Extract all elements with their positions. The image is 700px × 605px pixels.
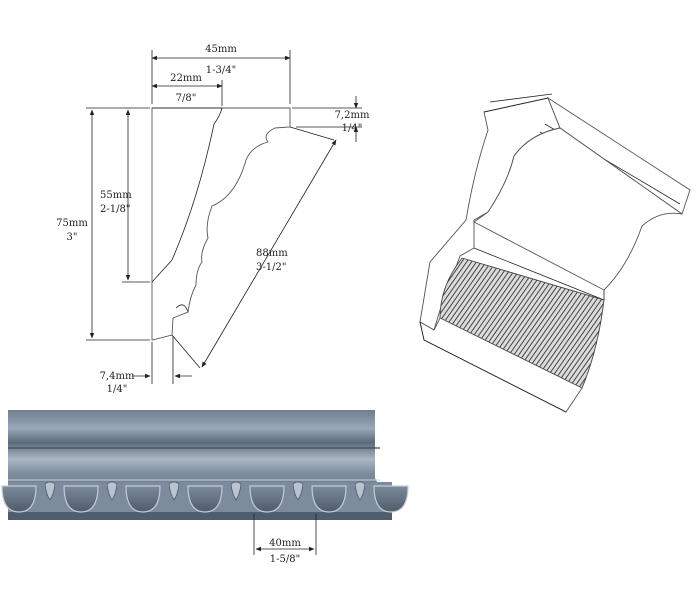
dart-ornament	[106, 481, 118, 501]
iso-cove-face	[473, 127, 683, 291]
dim-7-4-imperial: 1/4"	[107, 384, 128, 395]
isometric-view	[419, 93, 691, 413]
molding-profile	[151, 107, 291, 341]
dart-ornament	[44, 481, 56, 501]
profile-section	[151, 107, 335, 369]
dart-ornament	[292, 481, 304, 501]
profile-bead	[175, 304, 189, 313]
dim-55-metric: 55mm	[100, 190, 132, 201]
egg-ornament	[187, 485, 223, 513]
dim-22-imperial: 7/8"	[176, 93, 197, 104]
dimension-labels: 45mm 1-3/4" 22mm 7/8" 7,2mm 1/4" 75mm 3"…	[56, 44, 370, 395]
egg-row	[1, 481, 409, 513]
egg-ornament	[373, 485, 409, 513]
dim-55-imperial: 2-1/8"	[100, 204, 130, 215]
dim-7-2-imperial: 1/4"	[342, 123, 363, 134]
dim-7-4-metric: 7,4mm	[100, 371, 135, 382]
dim-88-imperial: 3-1/2"	[256, 262, 286, 273]
egg-ornament	[311, 485, 347, 513]
dim-88-metric: 88mm	[256, 248, 288, 259]
dimension-lines	[86, 50, 362, 384]
dim-75-metric: 75mm	[56, 218, 88, 229]
dart-ornament	[168, 481, 180, 501]
egg-ornament	[63, 485, 99, 513]
egg-ornament	[249, 485, 285, 513]
dart-ornament	[230, 481, 242, 501]
profile-inner-edge	[151, 107, 223, 283]
dim-45-metric: 45mm	[205, 44, 237, 55]
front-view	[1, 410, 409, 526]
dim-45-imperial: 1-3/4"	[206, 65, 236, 76]
iso-top-edge	[483, 93, 553, 113]
egg-ornament	[125, 485, 161, 513]
dim-40-metric: 40mm	[269, 538, 301, 549]
iso-fillet	[473, 247, 605, 301]
egg-ornament	[1, 485, 37, 513]
dim-22-metric: 22mm	[170, 73, 202, 84]
dart-ornament	[354, 481, 366, 501]
dim-40-imperial: 1-5/8"	[270, 554, 300, 565]
dim-7-2-metric: 7,2mm	[335, 110, 370, 121]
dim-75-imperial: 3"	[67, 232, 78, 243]
profile-foot	[171, 334, 201, 369]
repeat-dimension: 40mm 1-5/8"	[253, 514, 317, 565]
profile-top-bevel	[289, 126, 335, 141]
iso-bottom-edge	[419, 321, 567, 413]
